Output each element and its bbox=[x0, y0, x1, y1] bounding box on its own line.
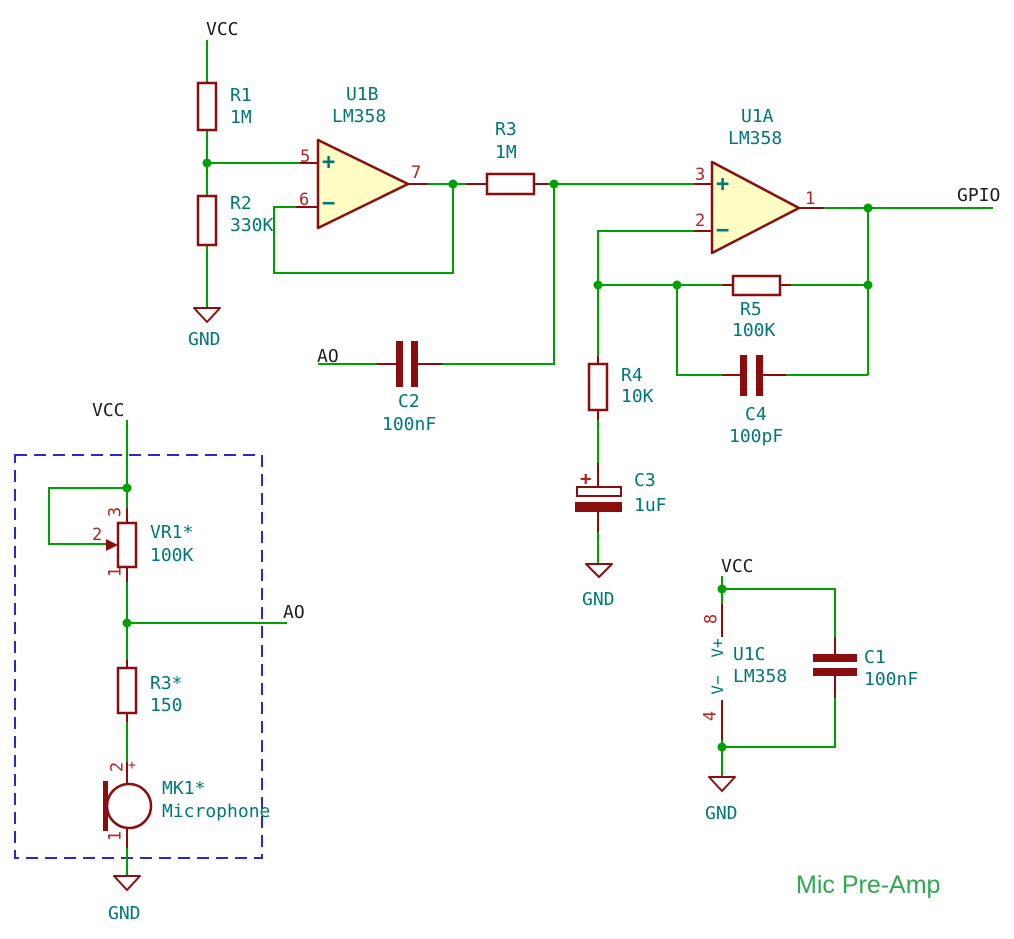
c2-plate-left bbox=[396, 341, 403, 387]
ao-net-label-mid: AO bbox=[317, 346, 339, 367]
mk1-pin1-number: 1 bbox=[105, 830, 126, 842]
r4-value-label: 10K bbox=[621, 386, 654, 407]
u1b-pin6-number: 6 bbox=[299, 190, 310, 210]
u1a-plus-mark: + bbox=[716, 172, 730, 197]
u1b-ref-label: U1B bbox=[346, 84, 379, 105]
c2-plate-right bbox=[411, 341, 418, 387]
r5-body bbox=[731, 274, 782, 297]
gnd-label-r2: GND bbox=[188, 329, 221, 350]
vr1-body bbox=[116, 521, 138, 569]
u1c-vminus-pin-name: V− bbox=[708, 675, 728, 695]
junction-dots bbox=[122, 158, 873, 752]
r4-ref-label: R4 bbox=[621, 365, 643, 386]
r1-value-label: 1M bbox=[230, 107, 252, 128]
u1b-minus-mark: − bbox=[322, 191, 336, 216]
mk1-electret-plate bbox=[103, 781, 108, 831]
gnd-symbol-c3 bbox=[585, 563, 613, 578]
c4-plate-right bbox=[756, 355, 763, 396]
vr1-value-label: 100K bbox=[150, 545, 194, 566]
u1a-minus-mark: − bbox=[716, 218, 730, 243]
gnd-label-mic: GND bbox=[108, 903, 141, 924]
mk1-microphone-circle bbox=[105, 782, 153, 830]
r3-top-ref-label: R3 bbox=[495, 119, 517, 140]
u1a-pin2-number: 2 bbox=[695, 211, 706, 231]
sheet-title: Mic Pre-Amp bbox=[796, 871, 941, 899]
r1-ref-label: R1 bbox=[230, 85, 252, 106]
wires bbox=[48, 40, 993, 876]
vr1-pin3-number: 3 bbox=[105, 506, 126, 518]
c1-plate-bottom bbox=[813, 668, 857, 676]
capacitor-plates bbox=[396, 341, 857, 676]
vr1-wiper-arrow bbox=[106, 539, 118, 551]
r3-star-ref-label: R3* bbox=[150, 673, 183, 694]
c1-value-label: 100nF bbox=[864, 669, 919, 690]
c4-ref-label: C4 bbox=[745, 404, 767, 425]
c4-plate-left bbox=[740, 355, 747, 396]
vr1-pin1-number: 1 bbox=[105, 566, 126, 578]
mk1-plus-mark: + bbox=[128, 758, 136, 773]
c3-plate-top bbox=[576, 486, 622, 497]
c3-ref-label: C3 bbox=[634, 470, 656, 491]
u1c-vplus-pin-name: V+ bbox=[708, 638, 728, 658]
r3-star-value-label: 150 bbox=[150, 695, 183, 716]
r3-star-body bbox=[116, 666, 138, 715]
gnd-symbol-r2 bbox=[193, 307, 221, 323]
r3-top-body bbox=[485, 172, 536, 196]
u1a-opamp-triangle bbox=[710, 160, 801, 255]
c2-ref-label: C2 bbox=[398, 391, 420, 412]
u1a-pin1-number: 1 bbox=[805, 189, 816, 209]
c3-value-label: 1uF bbox=[634, 495, 667, 516]
u1a-pin3-number: 3 bbox=[695, 165, 706, 185]
c2-value-label: 100nF bbox=[382, 414, 437, 435]
u1b-value-label: LM358 bbox=[332, 106, 387, 127]
r5-ref-label: R5 bbox=[740, 299, 762, 320]
mic-module-dashed-box bbox=[14, 454, 263, 859]
c1-ref-label: C1 bbox=[864, 647, 886, 668]
gpio-net-label: GPIO bbox=[957, 185, 1001, 206]
gnd-label-u1c: GND bbox=[705, 803, 738, 824]
gnd-symbol-mic bbox=[113, 875, 141, 891]
c3-plus-mark: + bbox=[580, 468, 592, 490]
vr1-pin2-number: 2 bbox=[92, 525, 103, 545]
resistor-bodies bbox=[116, 81, 782, 715]
ao-net-label-mic: AO bbox=[283, 602, 305, 623]
c3-plate-bottom bbox=[575, 502, 622, 512]
gnd-label-c3: GND bbox=[582, 589, 615, 610]
gnd-symbols bbox=[113, 307, 736, 891]
vcc-label-top: VCC bbox=[206, 19, 239, 40]
vcc-label-u1c: VCC bbox=[721, 556, 754, 577]
r2-ref-label: R2 bbox=[230, 193, 252, 214]
vr1-ref-label: VR1* bbox=[150, 522, 194, 543]
mk1-value-label: Microphone bbox=[162, 801, 271, 822]
r2-value-label: 330K bbox=[230, 215, 274, 236]
mk1-ref-label: MK1* bbox=[162, 778, 206, 799]
vcc-label-mic: VCC bbox=[92, 400, 125, 421]
u1c-value-label: LM358 bbox=[733, 666, 788, 687]
r1-body bbox=[196, 81, 218, 132]
c1-plate-top bbox=[813, 654, 857, 662]
u1b-opamp-triangle bbox=[316, 138, 410, 230]
u1b-pin7-number: 7 bbox=[411, 163, 422, 183]
u1b-plus-mark: + bbox=[322, 150, 336, 175]
u1a-ref-label: U1A bbox=[741, 106, 774, 127]
u1c-pin4-number: 4 bbox=[700, 710, 721, 722]
u1a-value-label: LM358 bbox=[728, 128, 783, 149]
c4-value-label: 100pF bbox=[729, 426, 784, 447]
mk1-pin2-number: 2 bbox=[107, 761, 128, 773]
u1c-pin8-number: 8 bbox=[701, 613, 722, 625]
r5-value-label: 100K bbox=[732, 320, 776, 341]
pin-stubs bbox=[126, 162, 836, 848]
gnd-symbol-u1c bbox=[708, 776, 736, 792]
r2-body bbox=[196, 194, 218, 247]
r3-top-value-label: 1M bbox=[495, 142, 517, 163]
u1b-pin5-number: 5 bbox=[300, 147, 311, 167]
r4-body bbox=[587, 362, 609, 412]
u1c-ref-label: U1C bbox=[733, 644, 766, 665]
